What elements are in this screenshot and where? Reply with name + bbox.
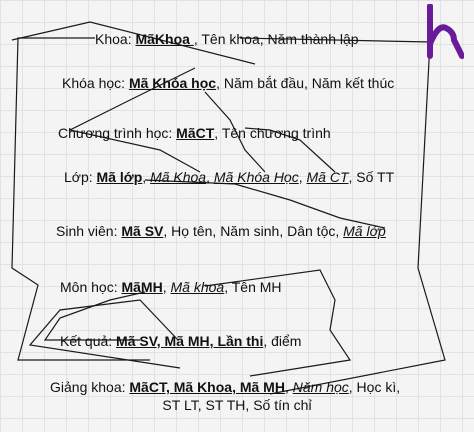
attribute-text: , Tên khoa, Năm thành lập [193,31,359,47]
attribute-text: , Năm bắt đầu, Năm kết thúc [216,75,395,91]
foreign-key: Mã CT [306,169,349,185]
arrow-monhoc-to-khoa [204,269,352,377]
arrow-lop-to-ct [244,127,336,173]
attribute-text: Môn học: [60,279,122,295]
arrow-sv-to-lop [144,179,386,229]
arrow-ketqua-sv [43,291,146,341]
foreign-key: Mã Khóa Học [213,169,299,185]
primary-key: Mã SV [121,223,164,239]
primary-key: MãMH [121,279,163,295]
attribute-text: ST LT, ST TH, Số tín chỉ [162,397,312,413]
row-lop: Lớp: Mã lớp, Mã Khoa, Mã Khóa Học, Mã CT… [64,168,394,186]
attribute-text: , [206,169,214,185]
attribute-text: , Số TT [348,169,395,185]
arrow-loop-right [239,37,446,395]
row-monhoc: Môn học: MãMH, Mã khoa, Tên MH [60,278,282,296]
row-khoa: Khoa: MãKhoa , Tên khoa, Năm thành lập [95,30,359,48]
brand-logo-icon [427,4,464,59]
attribute-text: , Học kì, [348,379,401,395]
foreign-key: Năm học [292,379,349,395]
attribute-text: Giảng khoa: [50,379,130,395]
arrow-top-loop [11,21,256,65]
arrow-lop-to-khoa [68,67,201,173]
attribute-text: , Họ tên, Năm sinh, Dân tộc, [163,223,344,239]
foreign-key: Mã lớp [343,223,386,239]
row-giangkhoa1: Giảng khoa: MãCT, Mã Khoa, Mã MH, Năm họ… [50,378,400,396]
row-khoahoc: Khóa học: Mã Khóa học, Năm bắt đầu, Năm … [62,74,394,92]
primary-key: Mã Khóa học [128,75,217,91]
attribute-text: Chương trình học: [58,125,177,141]
row-sinhvien: Sinh viên: Mã SV, Họ tên, Năm sinh, Dân … [56,222,386,240]
primary-key: Mã SV, Mã MH, Lần thi [116,333,264,349]
foreign-key: Mã Khoa [150,169,207,185]
row-giangkhoa2: ST LT, ST TH, Số tín chỉ [0,396,474,414]
attribute-text: , [142,169,151,185]
attribute-text: Sinh viên: [56,223,122,239]
primary-key: MãCT [176,125,215,141]
primary-key: MãCT, Mã Khoa, Mã MH [129,379,285,395]
arrow-loop-outer-left [11,37,150,361]
primary-key: MãKhoa [135,31,194,47]
attribute-text: Lớp: [64,169,97,185]
arrow-lop-to-khoahoc [204,91,266,173]
attribute-text: Khóa học: [62,75,129,91]
attribute-text: Khoa: [95,31,136,47]
attribute-text: , Tên chương trình [214,125,331,141]
attribute-text: , điểm [263,333,302,349]
attribute-text: , Tên MH [224,279,282,295]
attribute-text: , [298,169,307,185]
row-chuongtrinh: Chương trình học: MãCT, Tên chương trình [58,124,331,142]
attribute-text: Kết quả: [60,333,117,349]
arrow-ketqua-mh [28,299,181,369]
attribute-text: , [284,379,293,395]
foreign-key: Mã khoa [170,279,225,295]
primary-key: Mã lớp [96,169,143,185]
row-ketqua: Kết quả: Mã SV, Mã MH, Lần thi, điểm [60,332,301,350]
attribute-text: , [162,279,171,295]
